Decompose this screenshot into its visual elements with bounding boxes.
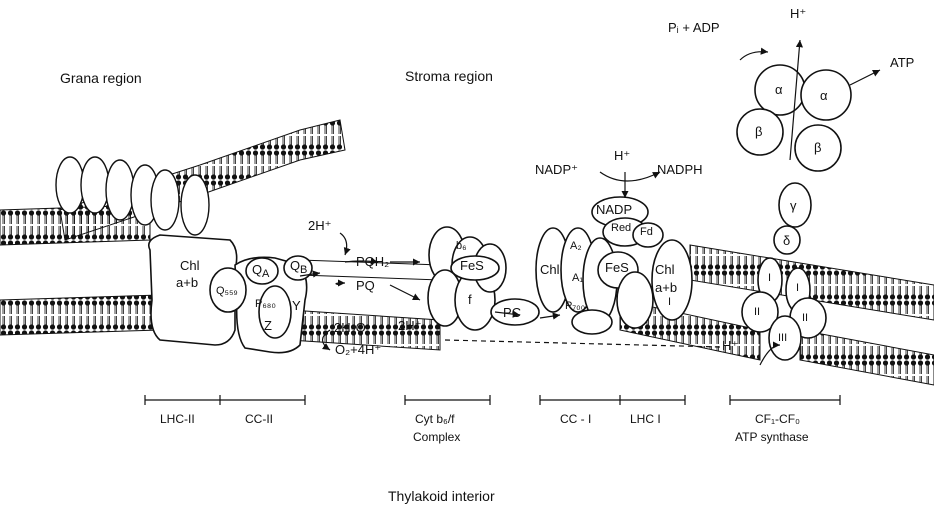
o2-label: O₂+4H⁺ bbox=[335, 342, 381, 358]
chl-cc1-label: Chl bbox=[540, 262, 560, 277]
cyt-b6f-label: Cyt b₆/f bbox=[415, 412, 455, 426]
sub-iii-label: III bbox=[778, 332, 787, 344]
h-nadp-label: H⁺ bbox=[614, 148, 630, 164]
a2-label: A₂ bbox=[570, 240, 582, 252]
h-atp-label: H⁺ bbox=[790, 6, 806, 22]
fd-label: Fd bbox=[640, 226, 653, 238]
qa-label: Q bbox=[252, 262, 262, 277]
lhc1-label: LHC I bbox=[630, 412, 661, 426]
grana-region-label: Grana region bbox=[60, 70, 142, 86]
nadph-label: NADPH bbox=[657, 162, 703, 177]
qa-sub-label: A bbox=[262, 268, 269, 280]
chl-lhc1-label-1: Chl bbox=[655, 262, 675, 277]
chl-lhc1-label-2: a+b bbox=[655, 280, 677, 295]
cyt-b6f-complex-label: Complex bbox=[413, 430, 460, 444]
pi-adp-label: Pᵢ + ADP bbox=[668, 20, 720, 35]
beta2-label: β bbox=[814, 140, 821, 155]
two-h-bottom-label: 2H⁺ bbox=[398, 318, 421, 334]
pqh2-label: PQH₂ bbox=[356, 254, 389, 269]
atp-label: ATP bbox=[890, 55, 914, 70]
cf1-cf0-label: CF₁-CF₀ bbox=[755, 412, 800, 426]
nadp-red-label-2: Red bbox=[611, 222, 631, 234]
sub-i2-label: I bbox=[796, 282, 799, 294]
p680-label: P₆₈₀ bbox=[255, 298, 276, 310]
nadp-red-label-1: NADP bbox=[596, 202, 632, 217]
complex-brackets bbox=[145, 395, 840, 405]
delta-label: δ bbox=[783, 233, 790, 248]
sub-ii2-label: II bbox=[802, 312, 808, 324]
b6-label: b₆ bbox=[456, 240, 467, 252]
chl-ab-left-label-1: Chl bbox=[180, 258, 200, 273]
alpha1-label: α bbox=[775, 82, 783, 97]
q559-label: Q₅₅₉ bbox=[216, 285, 238, 297]
cyt-b6f-complex bbox=[428, 227, 539, 330]
sub-ii1-label: II bbox=[754, 306, 760, 318]
sub-i1-label: I bbox=[768, 272, 771, 284]
fes-ps1-label: FeS bbox=[605, 260, 629, 275]
atp-synthase-label: ATP synthase bbox=[735, 430, 809, 444]
alpha2-label: α bbox=[820, 88, 828, 103]
thylakoid-interior-label: Thylakoid interior bbox=[388, 488, 495, 504]
pc-label: PC bbox=[503, 305, 521, 320]
z-label: Z bbox=[264, 318, 272, 333]
f-label: f bbox=[468, 292, 472, 307]
a1-label: A₁ bbox=[572, 272, 583, 284]
cc1-label: CC - I bbox=[560, 412, 591, 426]
stroma-region-label: Stroma region bbox=[405, 68, 493, 84]
chl-ab-left-label-2: a+b bbox=[176, 275, 198, 290]
y-label: Y bbox=[292, 298, 301, 313]
qb-sub-label: B bbox=[300, 264, 307, 276]
chl-lhc1-label-3: I bbox=[668, 296, 671, 308]
two-h-top-label: 2H⁺ bbox=[308, 218, 331, 234]
nadp-plus-label: NADP⁺ bbox=[535, 162, 578, 178]
fes-cyt-label: FeS bbox=[460, 258, 484, 273]
p700-label: P₇₀₀ bbox=[565, 300, 585, 312]
qb-label: Q bbox=[290, 258, 300, 273]
gamma-label: γ bbox=[790, 198, 797, 213]
water-label: 2H₂O bbox=[334, 320, 366, 335]
beta1-label: β bbox=[755, 124, 762, 139]
lhc2-label: LHC-II bbox=[160, 412, 195, 426]
h-interior-label: H⁺ bbox=[722, 338, 738, 354]
pq-label: PQ bbox=[356, 278, 375, 293]
cc2-label: CC-II bbox=[245, 412, 273, 426]
